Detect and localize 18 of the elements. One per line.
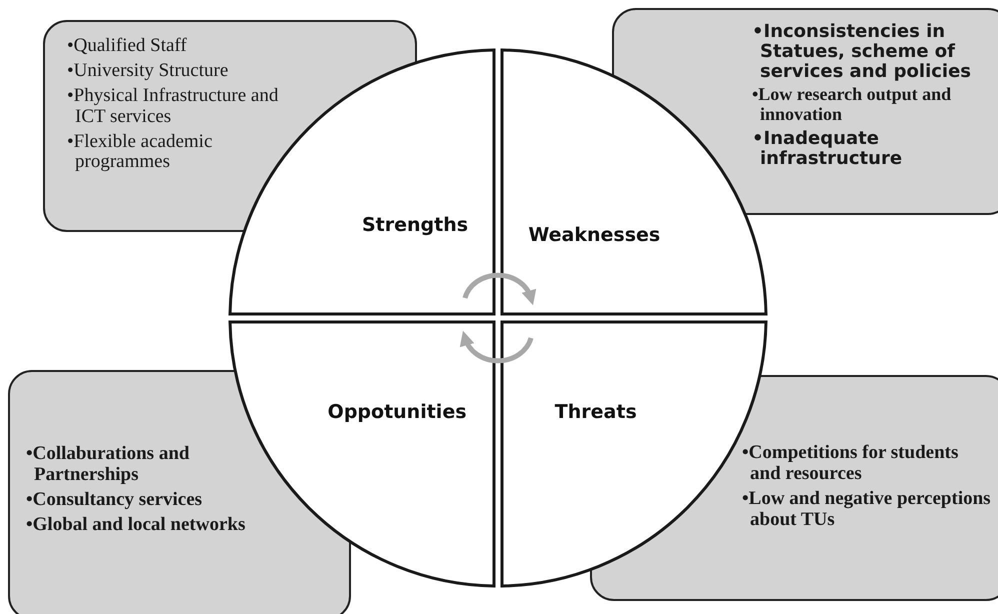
quadrant-label: Threats	[554, 401, 637, 424]
bullet-item: •Global and local networks	[26, 514, 246, 536]
bullet-item: •Physical Infrastructure and ICT services	[67, 86, 280, 128]
quadrant-label: Weaknesses	[528, 224, 660, 246]
bullet-item: •Low and negative perceptions about TUs	[742, 488, 992, 531]
bullet-item: •Inadequate infrastructure	[752, 128, 904, 169]
bullet-item: •Consultancy services	[26, 490, 204, 511]
bullet-item: •Collaburations and Partnerships	[26, 444, 190, 486]
bullet-item: •Flexible academic programmes	[67, 132, 214, 174]
curved-arrow	[460, 330, 534, 364]
quadrant-label: Oppotunities	[328, 401, 467, 424]
curved-arrow	[462, 272, 536, 306]
bullet-item: •Competitions for students and resources	[742, 443, 960, 485]
bullet-item: •Low research output and innovation	[752, 85, 952, 125]
bullet-item: •Inconsistencies in Statues, scheme of services and policies	[752, 22, 972, 82]
quadrant-label: Strengths	[362, 214, 468, 236]
bullet-item: •University Structure	[67, 60, 230, 82]
bullet-item: •Qualified Staff	[67, 36, 188, 57]
